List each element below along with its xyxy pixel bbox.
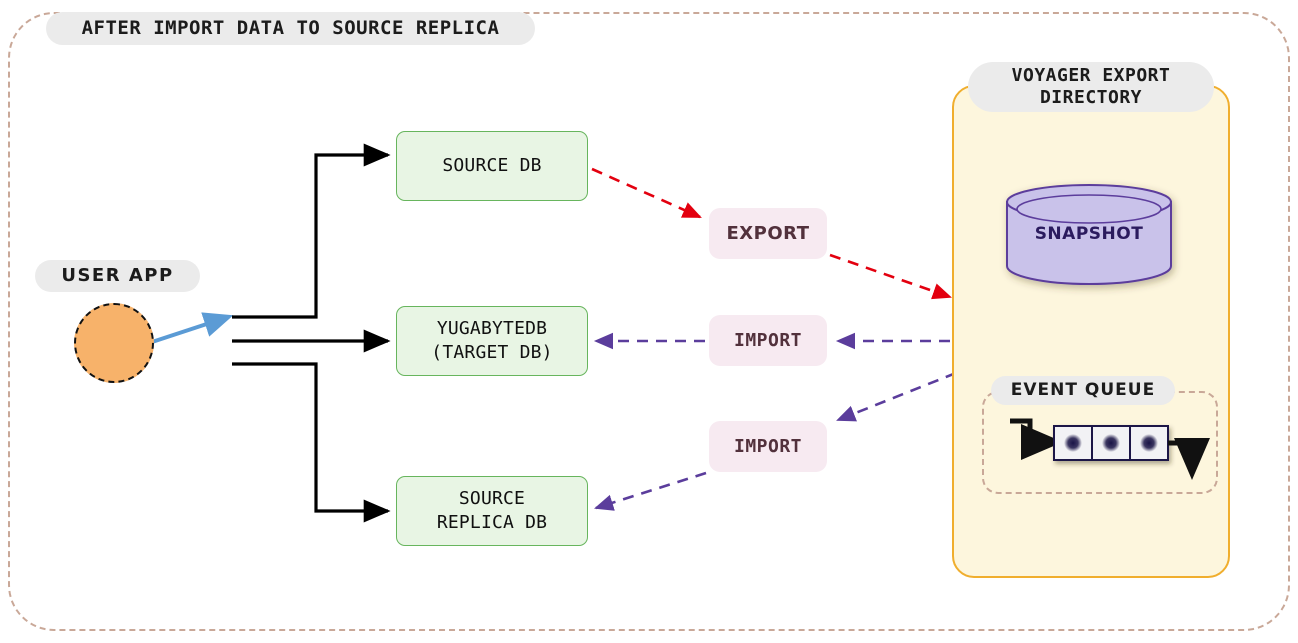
event-queue-cells — [1053, 425, 1169, 461]
user-app-label: USER APP — [35, 260, 200, 292]
outer-boundary — [8, 12, 1290, 631]
snapshot-cylinder-icon: SNAPSHOT — [1003, 184, 1175, 285]
user-app-node[interactable] — [74, 303, 154, 383]
voyager-export-directory-title: VOYAGER EXPORT DIRECTORY — [968, 62, 1214, 112]
yugabytedb-target-node[interactable]: YUGABYTEDB (TARGET DB) — [396, 306, 588, 376]
event-queue-out-arrow — [1168, 438, 1210, 480]
export-label: EXPORT — [709, 208, 827, 259]
import-replica-label: IMPORT — [709, 421, 827, 472]
source-db-node[interactable]: SOURCE DB — [396, 131, 588, 201]
event-queue-label: EVENT QUEUE — [991, 376, 1175, 405]
event-queue-in-arrow — [1010, 418, 1063, 460]
source-replica-db-node[interactable]: SOURCE REPLICA DB — [396, 476, 588, 546]
import-target-label: IMPORT — [709, 315, 827, 366]
event-queue-graphic — [1008, 415, 1213, 482]
diagram-title: AFTER IMPORT DATA TO SOURCE REPLICA — [46, 12, 535, 45]
voyager-export-directory-panel — [952, 85, 1230, 578]
